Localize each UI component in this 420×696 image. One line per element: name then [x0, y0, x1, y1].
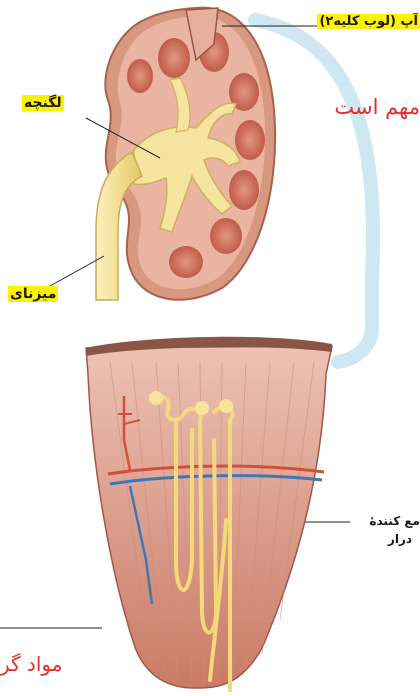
renal-pelvis-label: لگنچه [22, 95, 64, 111]
bottom-note-text: مواد گر [0, 652, 62, 676]
lobe-label: آپ (لوب کلیه۲) [317, 14, 420, 29]
zoom-connector [255, 20, 373, 362]
lobe-label-highlight: آپ (لوب کلیه۲) [317, 14, 420, 29]
collecting-duct-label-line1: مع کنندهٔ [369, 514, 420, 528]
renal-pelvis-label-highlight: لگنچه [22, 95, 64, 111]
side-note-text: مهم است [334, 95, 420, 119]
ureter-label-highlight: میزنای [8, 286, 58, 302]
ureter-label: میزنای [8, 286, 58, 302]
nephron-block [86, 337, 332, 692]
collecting-duct-label-line2: درار [388, 532, 412, 546]
